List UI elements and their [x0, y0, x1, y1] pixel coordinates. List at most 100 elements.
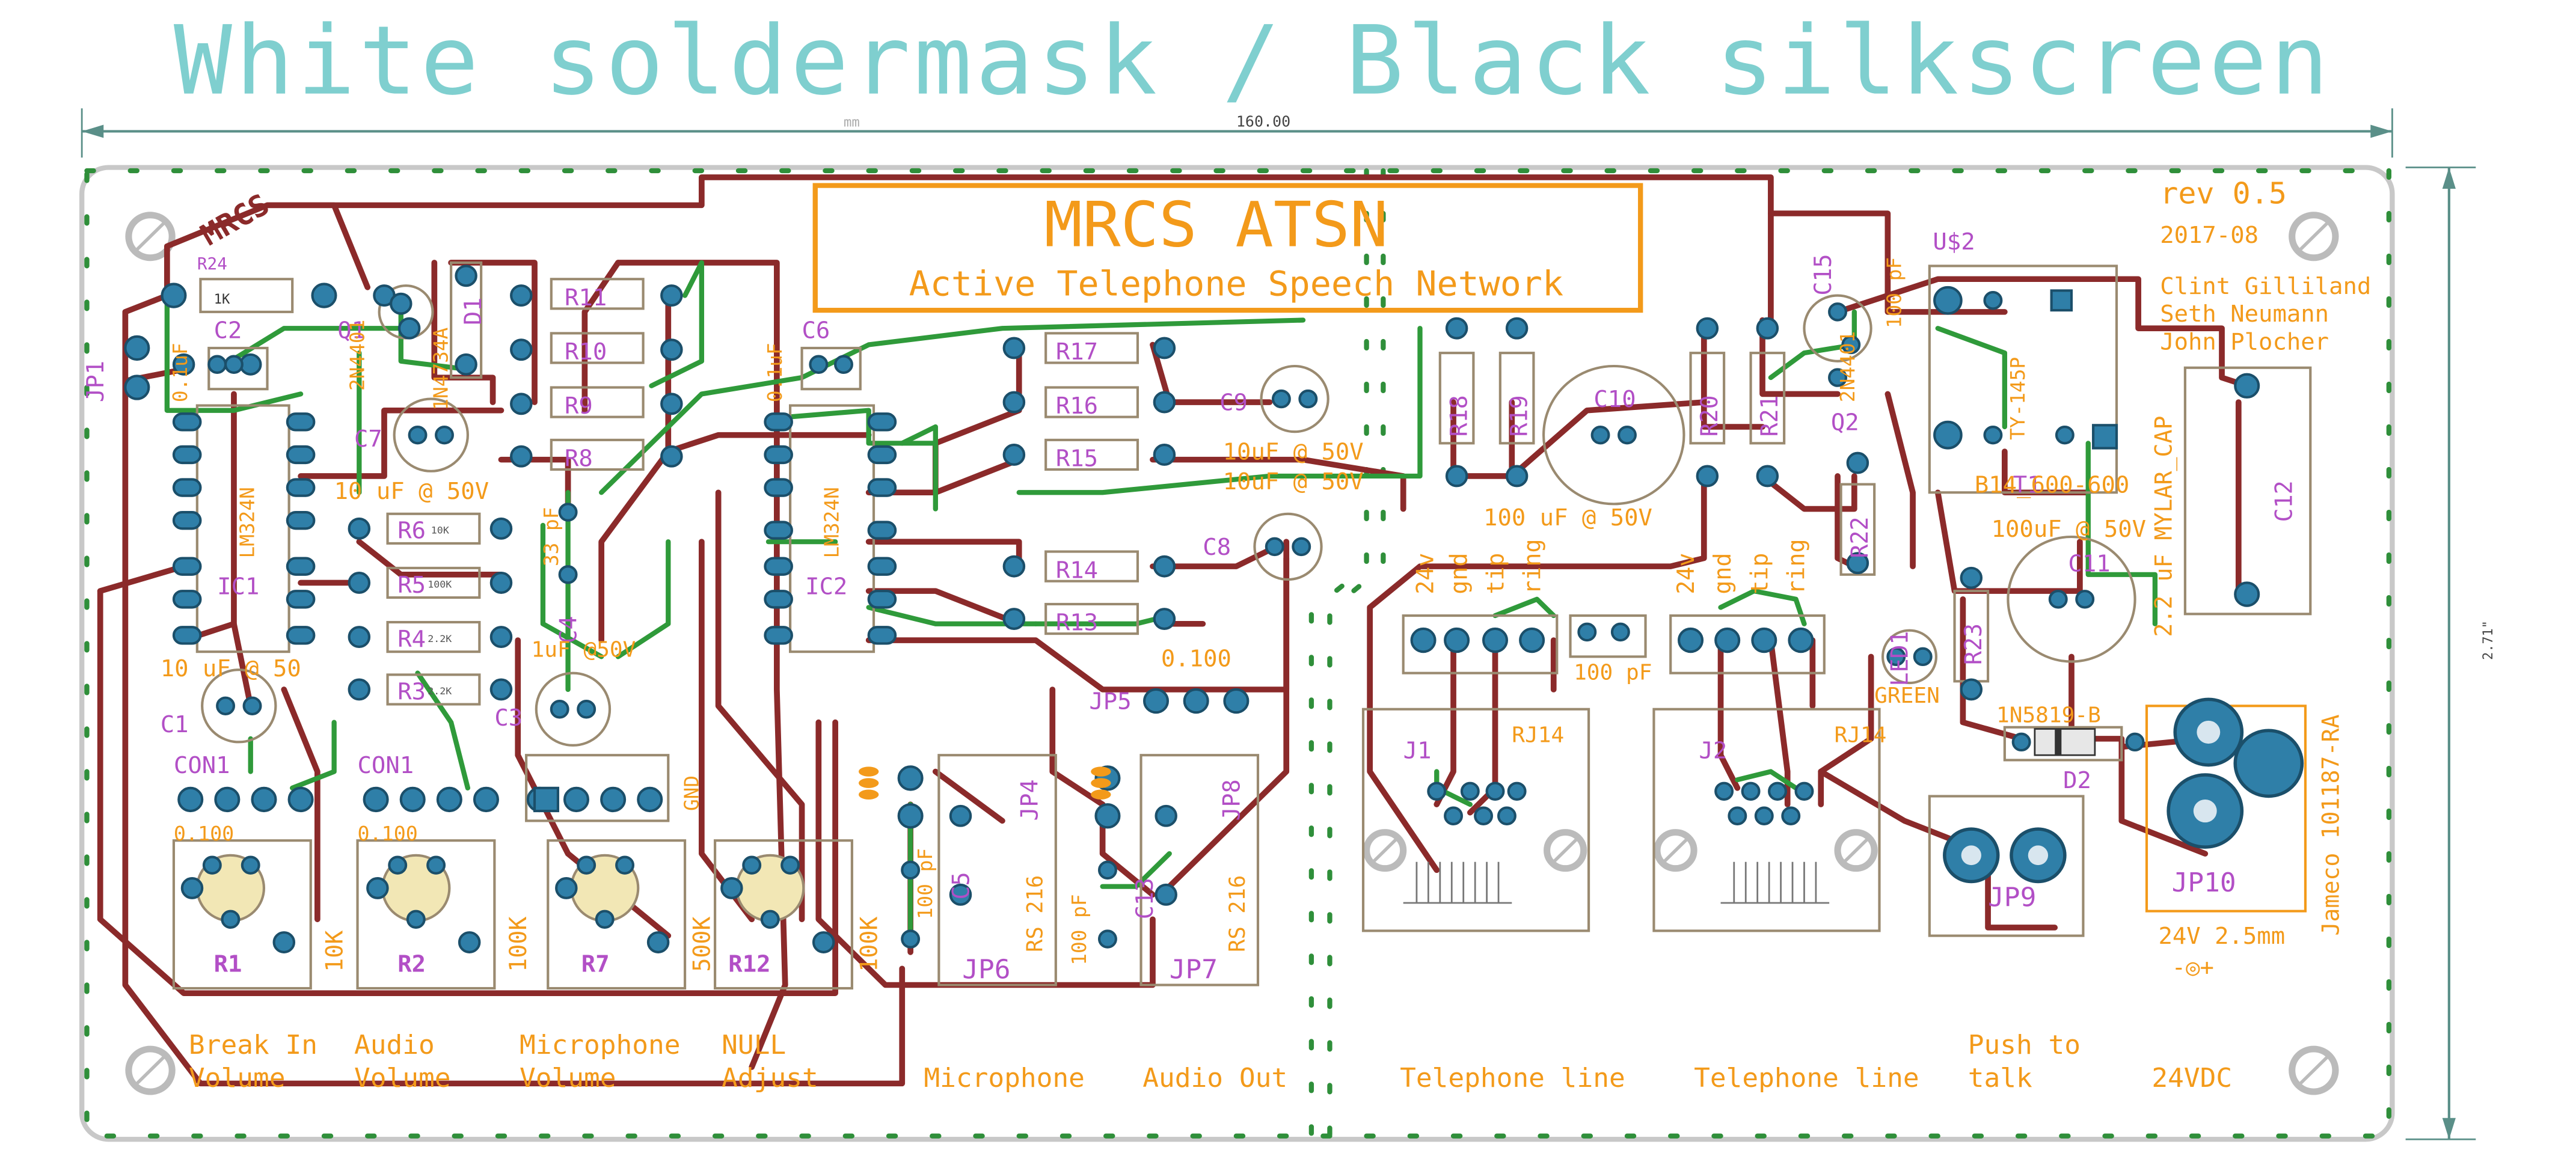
- value-r1: 10K: [321, 930, 348, 972]
- date-label: 2017-08: [2160, 222, 2259, 249]
- value-con1a: 0.100: [174, 822, 234, 845]
- power-jack-label: 24V 2.5mm: [2158, 923, 2285, 950]
- label-r6: R6: [397, 518, 426, 545]
- value-c12: 2.2 uF MYLAR_CAP: [2150, 415, 2177, 637]
- label-t1: T1: [2013, 472, 2041, 499]
- board-title-block: MRCS ATSN Active Telephone Speech Networ…: [812, 183, 1643, 313]
- value-r5: 100K: [428, 579, 452, 590]
- label-r24: R24: [197, 254, 227, 274]
- width-unit: mm: [844, 115, 860, 130]
- label-r20: R20: [1696, 395, 1723, 436]
- value-r4: 2.2K: [428, 633, 452, 644]
- label-c11: C11: [2068, 551, 2110, 578]
- value-j1: RJ14: [1512, 723, 1564, 748]
- label-c4: C4: [555, 616, 582, 643]
- label-jp8: JP8: [1218, 779, 1245, 821]
- value-c10: 100 uF @ 50V: [1483, 504, 1652, 531]
- label-r21: R21: [1756, 395, 1783, 436]
- label-c3: C3: [494, 705, 523, 732]
- board-split-line: [1308, 168, 1386, 1139]
- terminal-right-tip: tip: [1746, 553, 1773, 595]
- author-2: Seth Neumann: [2160, 301, 2329, 328]
- component-value-labels: 1K 2N4401 0.1uF 1N4734A 10 uF @ 50V 10K …: [161, 257, 2345, 972]
- page-title: White soldermask / Black silkscreen: [174, 5, 2332, 116]
- label-push-1: Push to: [1968, 1030, 2081, 1061]
- value-c11: 100uF @ 50V: [1992, 516, 2146, 543]
- label-telephone-2: Telephone line: [1694, 1063, 1919, 1093]
- terminal-left-ring: ring: [1519, 539, 1546, 595]
- label-c10: C10: [1593, 387, 1636, 414]
- label-audio-2: Volume: [354, 1063, 451, 1093]
- label-c2: C2: [214, 317, 242, 344]
- label-j1: J1: [1403, 738, 1432, 765]
- label-c7: C7: [354, 426, 382, 453]
- board-cut-line: [84, 168, 2392, 1139]
- label-j2: J2: [1699, 738, 1727, 765]
- label-led1: LED1: [1886, 631, 1913, 686]
- label-c6: C6: [802, 317, 830, 344]
- value-c8: 10uF @ 50V: [1223, 468, 1364, 495]
- label-jp4: JP4: [1016, 779, 1043, 821]
- label-mic-vol-2: Volume: [520, 1063, 616, 1093]
- label-u2: U$2: [1933, 228, 1975, 255]
- author-1: Clint Gilliland: [2160, 273, 2371, 300]
- value-r7: 500K: [688, 916, 716, 972]
- label-r15: R15: [1056, 445, 1098, 472]
- label-q1: Q1: [337, 317, 366, 344]
- value-t1: B14_600-600: [1975, 472, 2129, 499]
- label-r17: R17: [1056, 338, 1098, 365]
- value-c2: 0.1uF: [168, 343, 192, 402]
- label-c1: C1: [161, 711, 189, 738]
- bottom-function-labels: Break In Volume Audio Volume Microphone …: [189, 1030, 2232, 1093]
- board-subtitle: Active Telephone Speech Network: [909, 263, 1564, 304]
- label-r9: R9: [565, 393, 593, 420]
- label-c8: C8: [1203, 534, 1231, 561]
- board-outline: [79, 165, 2395, 1142]
- value-j2: RJ14: [1834, 723, 1886, 748]
- value-d2: 1N5819-B: [1996, 703, 2101, 728]
- value-q1: 2N4401: [345, 320, 369, 391]
- label-r1: R1: [214, 951, 242, 978]
- label-ic1: IC1: [217, 573, 259, 601]
- label-r13: R13: [1056, 610, 1098, 637]
- value-r6: 10K: [431, 525, 449, 536]
- label-c13: C13: [1132, 878, 1159, 919]
- value-d1: 1N4734A: [429, 328, 452, 411]
- value-jp10: Jameco 101187-RA: [2317, 714, 2344, 935]
- power-jack-polarity: -◎+: [2172, 954, 2214, 981]
- label-break-in-1: Break In: [189, 1030, 317, 1061]
- label-jp1: JP1: [82, 361, 109, 402]
- value-c14: 100 pF: [1574, 661, 1652, 685]
- value-q2: 2N4401: [1836, 331, 1859, 402]
- label-mic-vol-1: Microphone: [520, 1030, 681, 1061]
- value-c5: 100 pF: [913, 848, 937, 919]
- value-jp4: RS 216: [1023, 875, 1047, 952]
- width-dimension: mm 160.00: [81, 108, 2393, 158]
- terminal-right-gnd: gnd: [1710, 553, 1737, 595]
- terminal-left-24v: 24v: [1412, 553, 1439, 595]
- label-24vdc: 24VDC: [2151, 1063, 2232, 1093]
- value-u2: TY-145P: [2006, 357, 2029, 440]
- value-ic1: LM324N: [235, 487, 259, 558]
- value-ic2: LM324N: [820, 487, 843, 558]
- label-null-1: NULL: [722, 1030, 786, 1061]
- value-con1b: 0.100: [358, 822, 418, 845]
- label-microphone: Microphone: [924, 1063, 1085, 1093]
- label-break-in-2: Volume: [189, 1063, 286, 1093]
- label-c9: C9: [1219, 390, 1248, 417]
- terminal-labels: 24v gnd tip ring 24v gnd tip ring: [1412, 539, 1810, 595]
- label-r7: R7: [581, 951, 610, 978]
- label-r18: R18: [1446, 395, 1473, 436]
- value-c6: 0.1uF: [763, 343, 787, 402]
- label-audio-out: Audio Out: [1142, 1063, 1287, 1093]
- value-c15: 100 pF: [1882, 257, 1906, 328]
- component-name-labels: R24 JP1 Q1 C2 D1 C7 R11 R10 R9 R8 R6 R5 …: [82, 228, 2298, 985]
- value-c9: 10uF @ 50V: [1223, 439, 1364, 466]
- silkscreen-outlines: [172, 261, 2312, 990]
- value-gnd: GND: [679, 775, 703, 811]
- label-r19: R19: [1506, 395, 1533, 436]
- label-r11: R11: [565, 284, 607, 311]
- label-c5: C5: [948, 872, 975, 899]
- label-r10: R10: [565, 338, 607, 365]
- terminal-left-gnd: gnd: [1446, 553, 1473, 595]
